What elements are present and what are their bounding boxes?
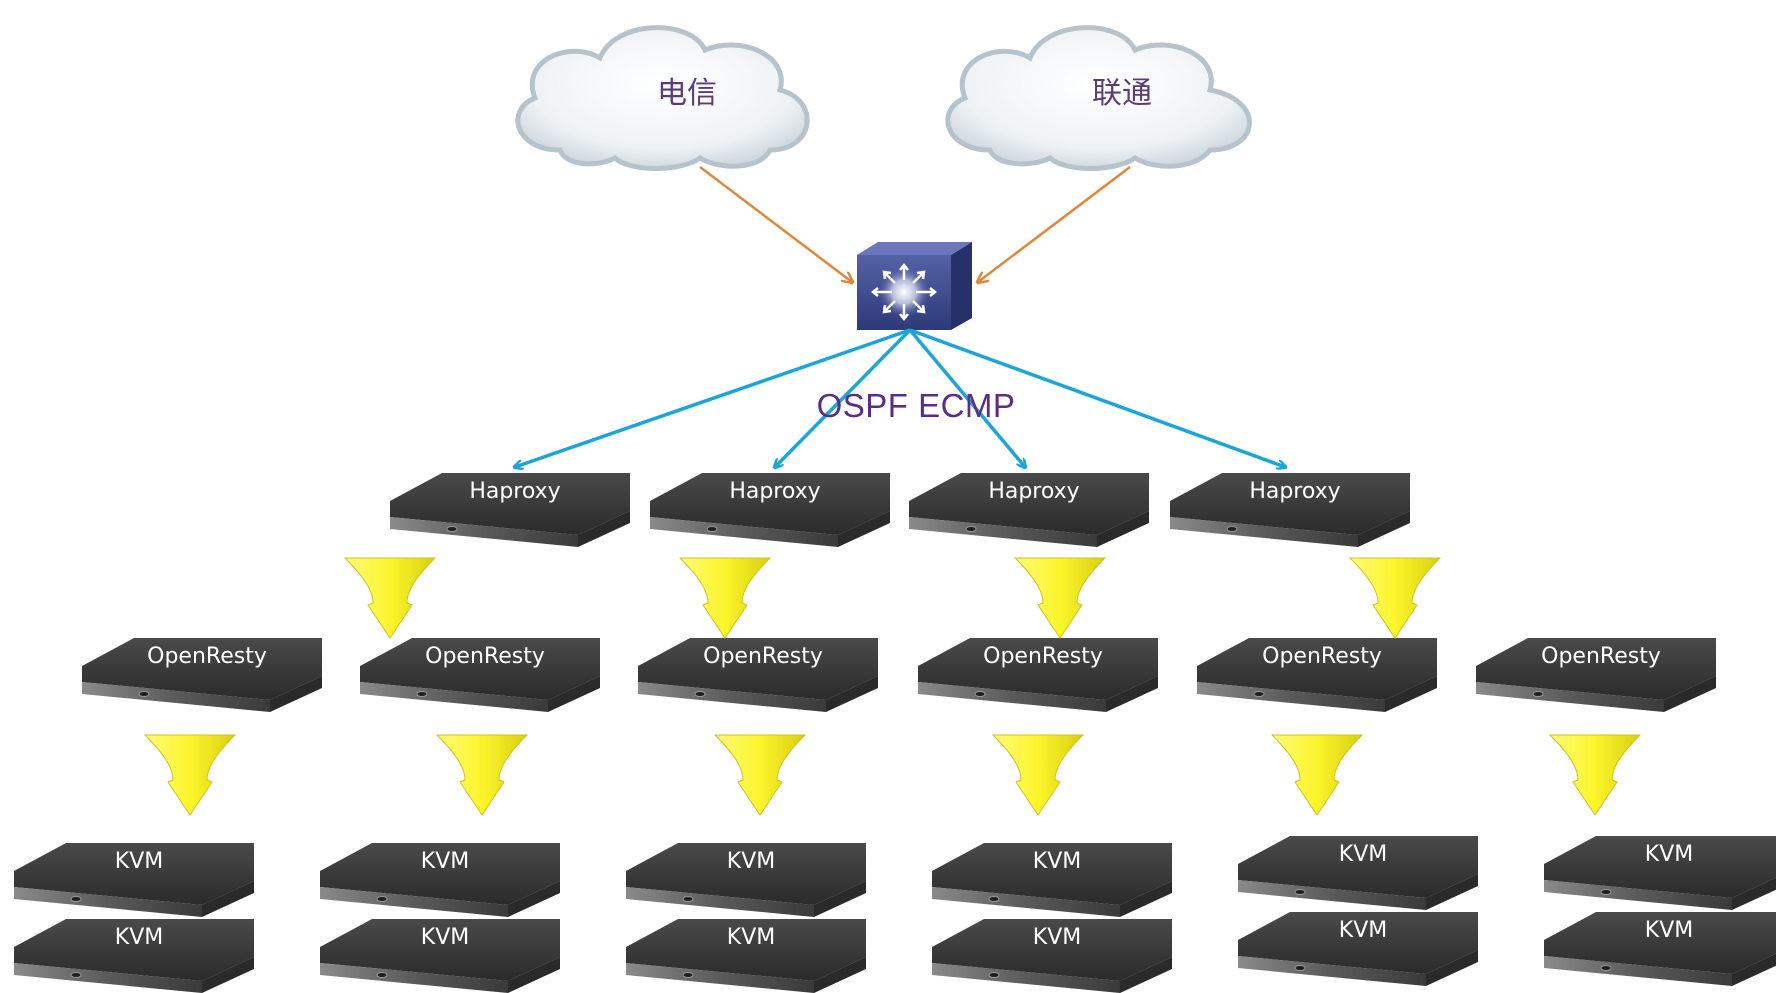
- openresty-server: OpenResty: [82, 638, 322, 712]
- cloud-telecom-label: 电信: [657, 76, 717, 111]
- kvm-server: KVM: [1238, 912, 1478, 986]
- haproxy-server: Haproxy: [650, 473, 890, 547]
- openresty-server-label: OpenResty: [983, 644, 1103, 669]
- openresty-server-label: OpenResty: [425, 644, 545, 669]
- haproxy-server-label: Haproxy: [469, 479, 560, 504]
- kvm-server-label: KVM: [421, 925, 469, 950]
- openresty-server: OpenResty: [638, 638, 878, 712]
- openresty-server-label: OpenResty: [1262, 644, 1382, 669]
- openresty-server-label: OpenResty: [147, 644, 267, 669]
- kvm-server: KVM: [932, 843, 1172, 917]
- kvm-server: KVM: [320, 919, 560, 993]
- kvm-server: KVM: [1544, 836, 1776, 910]
- kvm-server: KVM: [932, 919, 1172, 993]
- flow-arrow-down: [1548, 734, 1642, 816]
- kvm-server: KVM: [14, 919, 254, 993]
- cloud-telecom: 电信: [515, 25, 810, 171]
- kvm-server: KVM: [1544, 912, 1776, 986]
- kvm-server: KVM: [626, 919, 866, 993]
- flow-arrow-down: [143, 734, 237, 816]
- openresty-server: OpenResty: [1476, 638, 1716, 712]
- ospf-ecmp-label: OSPF ECMP: [817, 387, 1016, 424]
- openresty-server: OpenResty: [918, 638, 1158, 712]
- haproxy-server-label: Haproxy: [729, 479, 820, 504]
- haproxy-server-label: Haproxy: [988, 479, 1079, 504]
- cloud-unicom-label: 联通: [1092, 76, 1152, 111]
- flow-arrow-down: [435, 734, 529, 816]
- haproxy-server: Haproxy: [909, 473, 1149, 547]
- kvm-server: KVM: [320, 843, 560, 917]
- kvm-server-label: KVM: [1339, 842, 1387, 867]
- kvm-server-label: KVM: [727, 925, 775, 950]
- uplink-telecom: [699, 166, 852, 282]
- openresty-server-label: OpenResty: [1541, 644, 1661, 669]
- flow-arrow-down: [1270, 734, 1364, 816]
- core-switch: [857, 242, 972, 330]
- ecmp-links: [515, 328, 1285, 467]
- flow-arrow-down: [991, 734, 1085, 816]
- flow-arrow-down: [343, 557, 437, 639]
- cloud-unicom: 联通: [945, 25, 1252, 171]
- kvm-server: KVM: [626, 843, 866, 917]
- kvm-server: KVM: [14, 843, 254, 917]
- kvm-server-label: KVM: [115, 925, 163, 950]
- uplink-unicom: [978, 166, 1131, 282]
- kvm-server-label: KVM: [727, 849, 775, 874]
- haproxy-server-label: Haproxy: [1249, 479, 1340, 504]
- kvm-server-label: KVM: [421, 849, 469, 874]
- kvm-server-label: KVM: [1645, 918, 1693, 943]
- openresty-server: OpenResty: [360, 638, 600, 712]
- kvm-server-label: KVM: [1033, 925, 1081, 950]
- flow-arrow-down: [713, 734, 807, 816]
- kvm-server-label: KVM: [1033, 849, 1081, 874]
- kvm-server-label: KVM: [1339, 918, 1387, 943]
- kvm-server-label: KVM: [115, 849, 163, 874]
- flow-arrow-down: [678, 557, 772, 639]
- kvm-server-label: KVM: [1645, 842, 1693, 867]
- kvm-server: KVM: [1238, 836, 1478, 910]
- haproxy-server: Haproxy: [390, 473, 630, 547]
- flow-arrows: [143, 557, 1642, 816]
- flow-arrow-down: [1348, 557, 1442, 639]
- openresty-server-label: OpenResty: [703, 644, 823, 669]
- openresty-server: OpenResty: [1197, 638, 1437, 712]
- flow-arrow-down: [1013, 557, 1107, 639]
- haproxy-server: Haproxy: [1170, 473, 1410, 547]
